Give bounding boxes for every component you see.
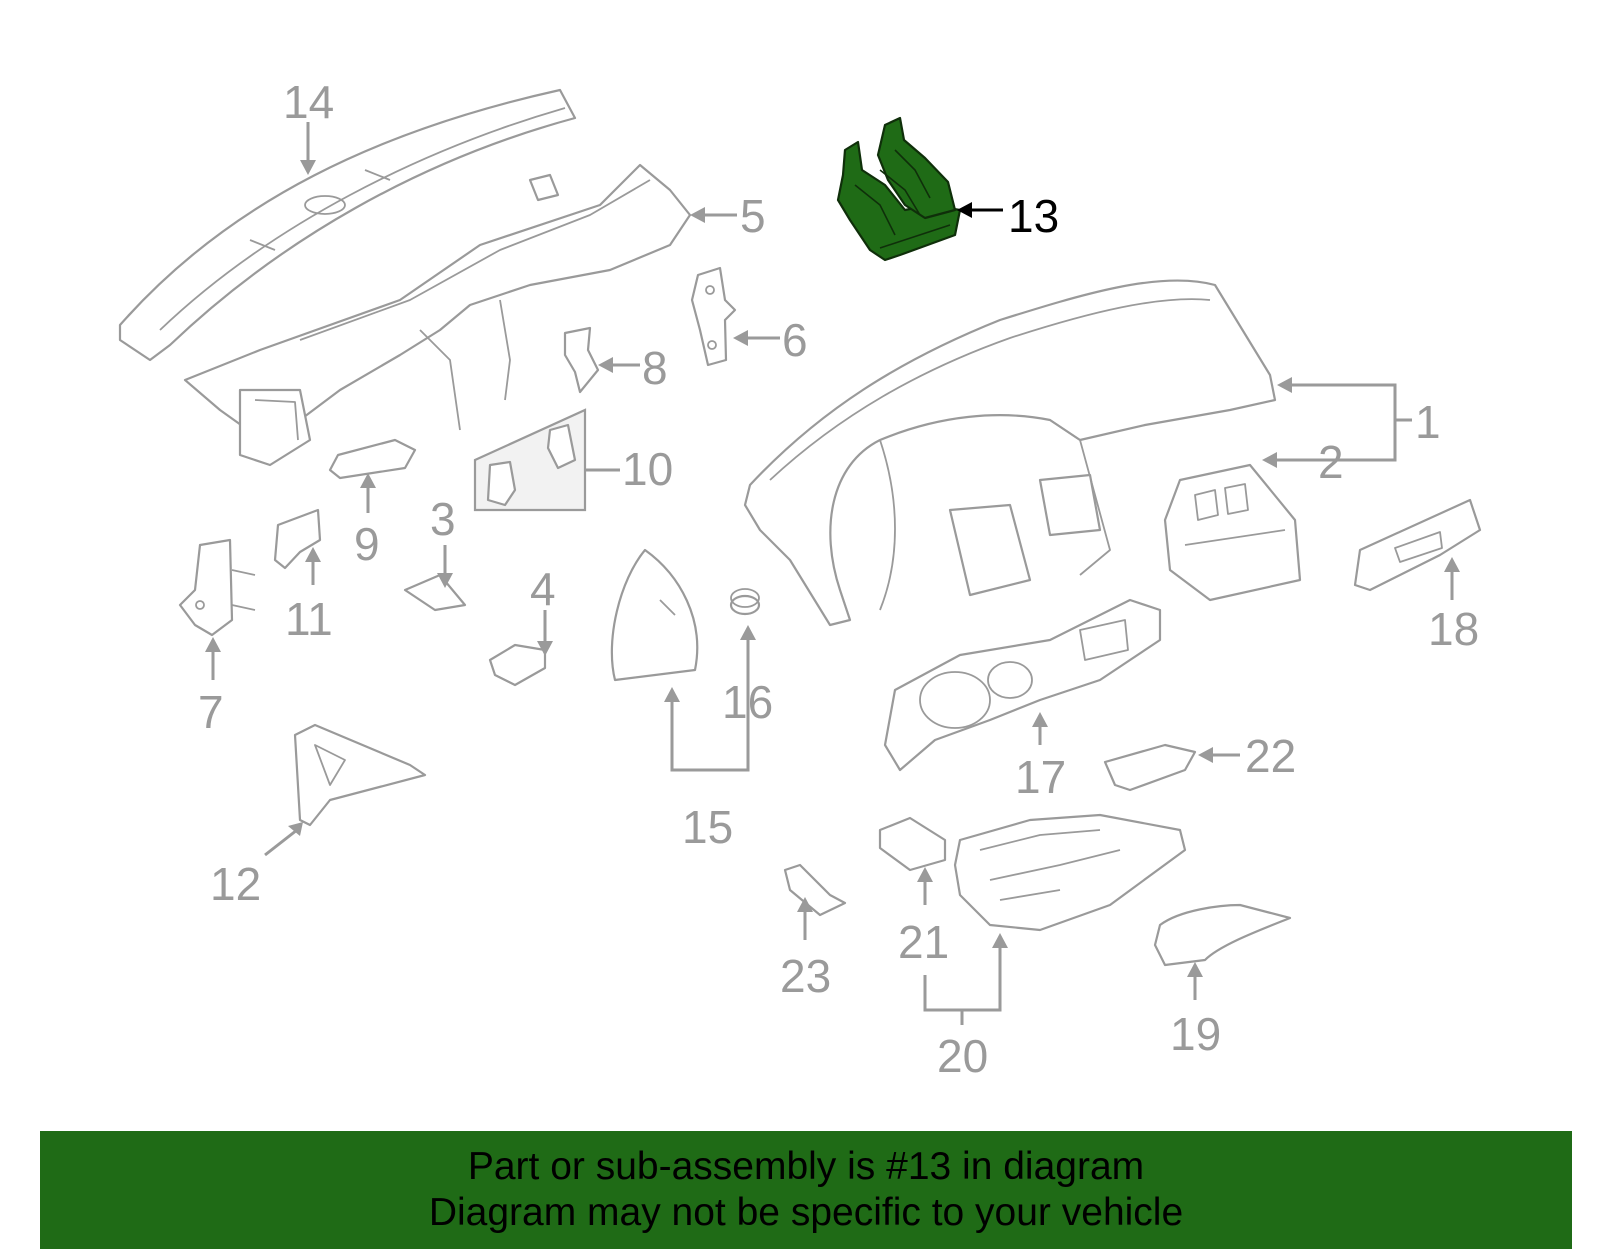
part-14-dash-top-trim[interactable]: [118, 88, 577, 362]
callout-8[interactable]: 8: [642, 342, 668, 394]
part-8-bracket[interactable]: [563, 326, 600, 394]
part-15-airbag-cover[interactable]: [610, 548, 699, 682]
part-10-duct-set[interactable]: [473, 408, 587, 512]
callout-23[interactable]: 23: [780, 950, 831, 1002]
callout-10[interactable]: 10: [622, 443, 673, 495]
callout-12[interactable]: 12: [210, 858, 261, 910]
part-6-bracket[interactable]: [690, 266, 737, 367]
callout-7[interactable]: 7: [198, 686, 224, 738]
callout-1[interactable]: 1: [1415, 396, 1441, 448]
callout-3[interactable]: 3: [430, 493, 456, 545]
part-18-trim-panel[interactable]: [1353, 498, 1482, 592]
info-banner: Part or sub-assembly is #13 in diagram D…: [40, 1131, 1572, 1249]
callout-13[interactable]: 13: [1008, 190, 1059, 242]
callout-18[interactable]: 18: [1428, 603, 1479, 655]
callout-21[interactable]: 21: [898, 916, 949, 968]
banner-line-2: Diagram may not be specific to your vehi…: [428, 1191, 1184, 1234]
part-17-cluster-bezel[interactable]: [883, 598, 1162, 772]
part-13-air-duct[interactable]: [836, 116, 962, 262]
callout-14[interactable]: 14: [283, 76, 334, 128]
part-3-clip[interactable]: [403, 573, 467, 612]
part-16-cap[interactable]: [729, 588, 761, 616]
callout-2[interactable]: 2: [1318, 436, 1344, 488]
part-20-glove-box[interactable]: [953, 813, 1187, 932]
callout-17[interactable]: 17: [1015, 751, 1066, 803]
banner-line-1: Part or sub-assembly is #13 in diagram: [467, 1145, 1145, 1188]
callout-11[interactable]: 11: [285, 593, 333, 645]
callout-16[interactable]: 16: [722, 676, 773, 728]
part-12-brace[interactable]: [293, 723, 427, 827]
part-5-cross-car-beam[interactable]: [183, 163, 692, 467]
callout-6[interactable]: 6: [782, 314, 808, 366]
part-22-bracket[interactable]: [1103, 743, 1197, 792]
part-4-clip[interactable]: [488, 643, 547, 687]
leader-lines: [205, 122, 1460, 1025]
callout-19[interactable]: 19: [1170, 1008, 1221, 1060]
callout-20[interactable]: 20: [937, 1030, 988, 1082]
part-19-panel[interactable]: [1153, 903, 1292, 967]
callout-15[interactable]: 15: [682, 801, 733, 853]
part-21-small-box[interactable]: [878, 816, 947, 872]
part-9-trim-piece[interactable]: [328, 438, 417, 480]
part-1-instrument-panel[interactable]: [743, 279, 1277, 627]
part-2-vent-assembly[interactable]: [1163, 463, 1302, 602]
callout-22[interactable]: 22: [1245, 730, 1296, 782]
part-7-side-bracket[interactable]: [178, 538, 256, 637]
callout-9[interactable]: 9: [354, 518, 380, 570]
part-11-bracket[interactable]: [273, 508, 322, 570]
part-23-clip[interactable]: [783, 863, 847, 917]
callout-labels: 14 5 6 8 10 9 3 11 4 7 12 16 15 1 2 18 1…: [198, 76, 1479, 1082]
callout-4[interactable]: 4: [530, 563, 556, 615]
callout-5[interactable]: 5: [740, 190, 766, 242]
leader-13: [957, 202, 1003, 218]
